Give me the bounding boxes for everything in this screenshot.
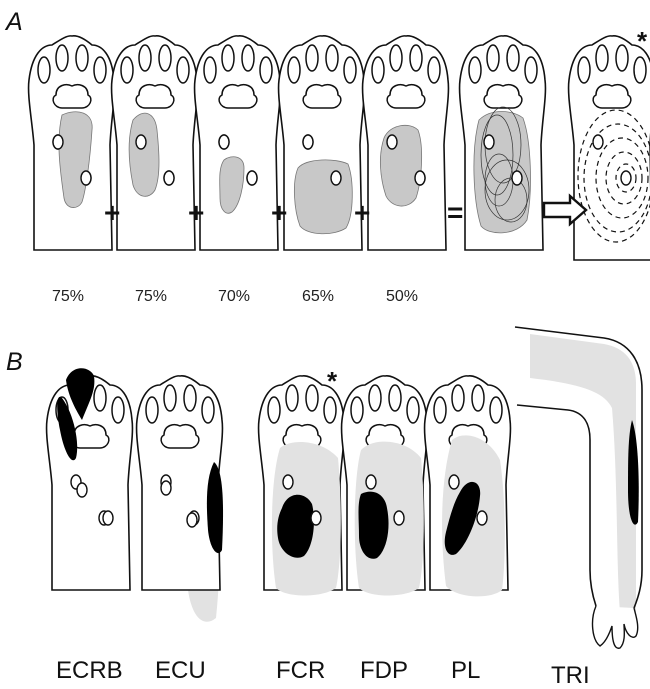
paw-a6-sum [460, 36, 546, 250]
label-pl: PL [451, 657, 480, 684]
paw-fcr [259, 376, 345, 596]
receptive-field-a2 [129, 113, 159, 196]
paw-fdp [342, 376, 428, 596]
operator-equals: = [447, 197, 463, 228]
label-tri: TRI [551, 662, 590, 689]
hotspot-tri [628, 420, 639, 525]
receptive-field-a4 [294, 160, 352, 234]
paw-a7-contour [569, 36, 650, 260]
asterisk-a: * [637, 26, 648, 56]
arm-outline-lower [517, 405, 596, 606]
paw-a4 [279, 36, 365, 250]
tri-paw-toes [593, 606, 638, 648]
percentage-4: 65% [302, 288, 334, 305]
paw-a1 [29, 36, 115, 250]
label-fcr: FCR [276, 657, 325, 684]
operator-plus-4: + [354, 197, 370, 228]
panel-b-label: B [6, 348, 23, 376]
percentage-5: 50% [386, 288, 418, 305]
paw-a3 [195, 36, 281, 250]
operator-plus-1: + [104, 197, 120, 228]
label-ecu: ECU [155, 657, 206, 684]
percentage-1: 75% [52, 288, 84, 305]
receptive-field-a5 [380, 125, 421, 206]
label-ecrb: ECRB [56, 657, 123, 684]
paw-a2 [112, 36, 198, 250]
paw-ecrb [47, 368, 133, 590]
arm-tri [515, 327, 642, 648]
paw-ecu [137, 376, 224, 622]
label-fdp: FDP [360, 657, 408, 684]
panel-a-label: A [4, 8, 23, 36]
operator-plus-3: + [271, 197, 287, 228]
paw-pl [425, 376, 511, 597]
operator-plus-2: + [188, 197, 204, 228]
field-light-tri [530, 334, 636, 612]
percentage-3: 70% [218, 288, 250, 305]
percentage-2: 75% [135, 288, 167, 305]
paw-a5 [363, 36, 449, 250]
asterisk-b: * [327, 366, 338, 396]
